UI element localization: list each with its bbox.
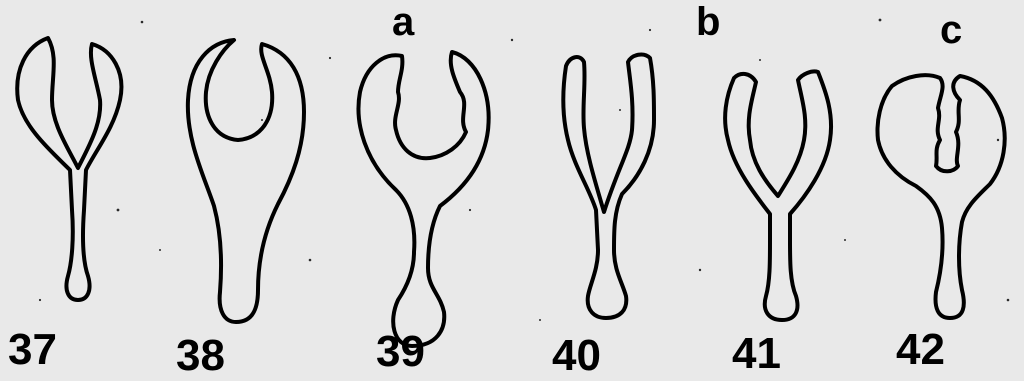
figure-39-number: 39: [376, 330, 425, 374]
figure-40-outline: [563, 55, 654, 318]
figure-38-number: 38: [176, 334, 225, 378]
figure-39-letter: a: [392, 2, 414, 42]
figure-39-outline: [359, 52, 489, 346]
figure-40-letter: b: [696, 2, 720, 42]
figure-42-number: 42: [896, 328, 945, 372]
figure-41-number: 41: [732, 332, 781, 376]
figure-37-number: 37: [8, 328, 57, 372]
figure-40-number: 40: [552, 334, 601, 378]
figure-42-letter: c: [940, 10, 962, 50]
figure-42-outline: [878, 75, 1005, 318]
figure-38-outline: [188, 40, 304, 322]
figure-37-outline: [17, 38, 121, 300]
background-speckle: [39, 19, 1009, 321]
figure-41-outline: [725, 71, 831, 320]
